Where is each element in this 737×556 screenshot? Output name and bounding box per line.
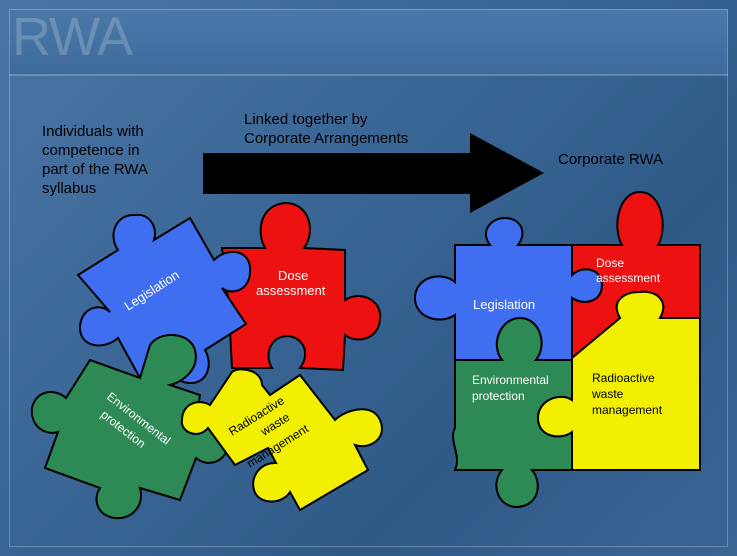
assembled-dose-label-1: Dose [596,256,624,270]
assembled-legislation-piece [413,216,604,361]
scattered-dose-label-1: Dose [278,268,308,283]
scattered-legislation-piece [76,213,252,385]
title-bar [9,9,728,75]
right-caption: Corporate RWA [558,151,664,168]
arrow-caption: Linked together by Corporate Arrangement… [244,111,409,147]
linking-arrow [203,133,544,213]
assembled-env-label-1: Environmental [472,373,549,387]
slide-title: RWA [12,7,133,67]
assembled-env-label-2: protection [472,389,525,403]
slide-frame [9,9,728,547]
assembled-waste-label-2: waste [591,387,624,401]
scattered-dose-label-2: assessment [256,283,326,298]
assembled-legislation-label: Legislation [473,297,535,312]
scattered-environmental-piece [30,333,230,520]
assembled-waste-piece [536,290,701,471]
assembled-waste-label-1: Radioactive [592,371,655,385]
scattered-waste-piece [180,368,383,512]
left-caption: Individuals with competence in part of t… [42,123,148,197]
assembled-dose-label-2: assessment [596,271,661,285]
assembled-waste-label-3: management [592,403,663,417]
title-divider [9,74,728,76]
